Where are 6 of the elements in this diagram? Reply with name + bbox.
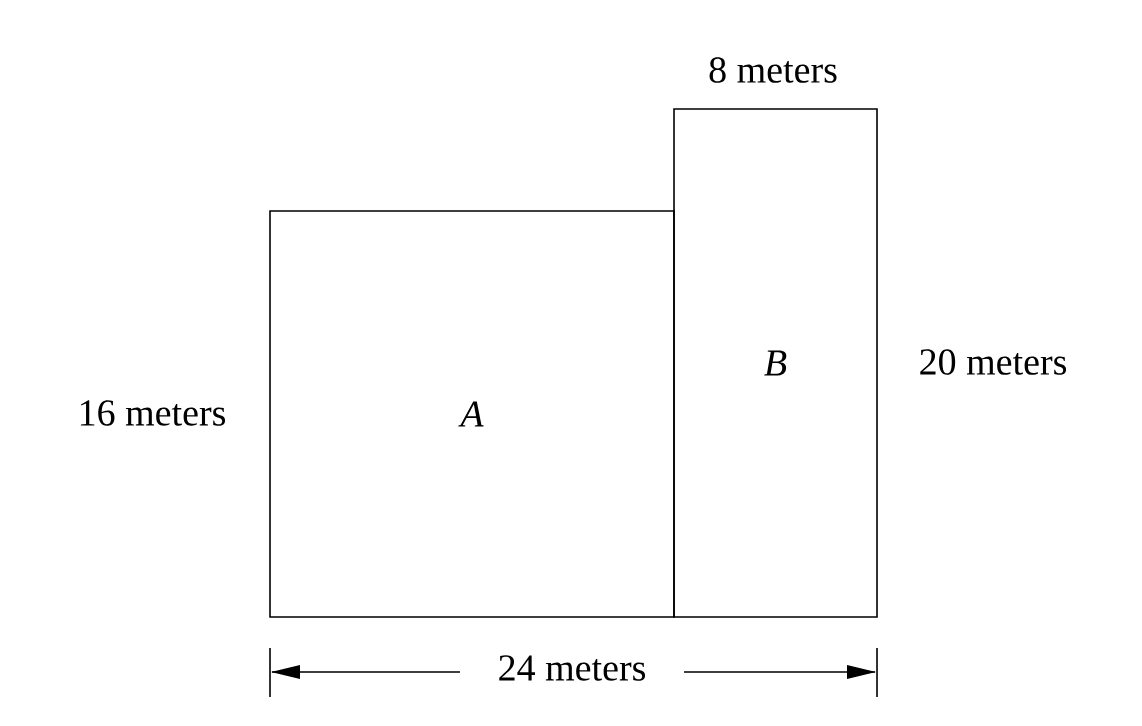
dimension-label: 16 meters: [74, 397, 230, 429]
region-rectangle: A: [269, 210, 675, 618]
region-rectangle: B: [673, 108, 878, 618]
dimension-label: 20 meters: [915, 346, 1071, 378]
dimension-label: 24 meters: [494, 652, 650, 684]
dimension-label: 8 meters: [705, 54, 841, 86]
